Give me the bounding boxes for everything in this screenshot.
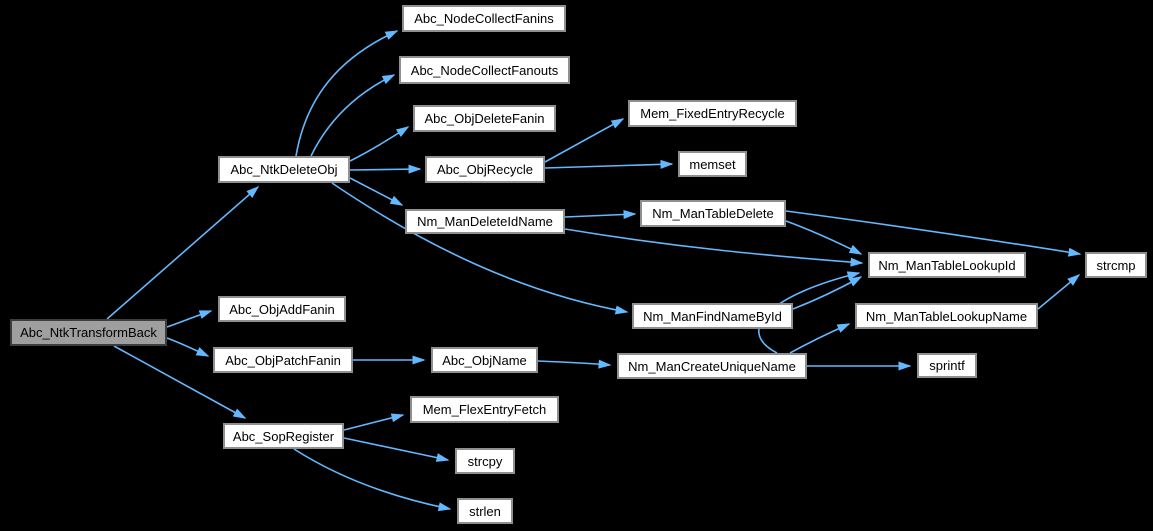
- node-Nm_ManTableLookupId[interactable]: Nm_ManTableLookupId: [868, 252, 1026, 278]
- node-strcmp[interactable]: strcmp: [1085, 252, 1147, 278]
- node-Abc_NtkTransformBack: Abc_NtkTransformBack: [10, 319, 167, 346]
- node-Abc_NtkDeleteObj[interactable]: Abc_NtkDeleteObj: [218, 156, 350, 183]
- edge-Abc_ObjRecycle-to-Mem_FixedEntryRecycle: [544, 118, 625, 163]
- node-Nm_ManCreateUniqueName[interactable]: Nm_ManCreateUniqueName: [617, 353, 807, 379]
- edge-Nm_ManCreateUniqueName-to-Nm_ManTableLookupName: [789, 323, 851, 354]
- edge-Abc_ObjRecycle-to-memset: [544, 159, 674, 169]
- node-Abc_ObjRecycle[interactable]: Abc_ObjRecycle: [425, 156, 545, 183]
- node-Nm_ManFindNameById[interactable]: Nm_ManFindNameById: [632, 303, 793, 329]
- node-Abc_ObjAddFanin[interactable]: Abc_ObjAddFanin: [218, 296, 346, 322]
- edge-Abc_NtkDeleteObj-to-Nm_ManFindNameById: [331, 182, 629, 315]
- edge-Abc_SopRegister-to-strlen: [293, 448, 452, 512]
- node-Abc_NodeCollectFanouts[interactable]: Abc_NodeCollectFanouts: [399, 56, 570, 84]
- edge-Abc_NtkDeleteObj-to-Abc_NodeCollectFanins: [295, 30, 399, 157]
- node-Nm_ManTableLookupName[interactable]: Nm_ManTableLookupName: [855, 303, 1038, 329]
- node-Abc_NodeCollectFanins[interactable]: Abc_NodeCollectFanins: [402, 5, 566, 32]
- node-Abc_SopRegister[interactable]: Abc_SopRegister: [223, 423, 344, 449]
- node-Nm_ManDeleteIdName[interactable]: Nm_ManDeleteIdName: [405, 209, 565, 234]
- node-Abc_ObjPatchFanin[interactable]: Abc_ObjPatchFanin: [213, 347, 353, 373]
- node-Abc_ObjDeleteFanin[interactable]: Abc_ObjDeleteFanin: [413, 105, 556, 132]
- edge-Abc_NtkTransformBack-to-Abc_ObjAddFanin: [166, 310, 213, 328]
- edge-Nm_ManDeleteIdName-to-Nm_ManTableLookupId: [564, 228, 864, 267]
- node-strlen[interactable]: strlen: [457, 498, 513, 524]
- edge-Abc_ObjName-to-Nm_ManCreateUniqueName: [537, 359, 612, 369]
- edge-Nm_ManDeleteIdName-to-Nm_ManTableDelete: [564, 209, 637, 219]
- edge-Abc_NtkDeleteObj-to-Abc_NodeCollectFanouts: [310, 74, 396, 157]
- node-Abc_ObjName[interactable]: Abc_ObjName: [431, 347, 538, 373]
- node-sprintf[interactable]: sprintf: [917, 353, 977, 378]
- edge-Nm_ManTableLookupName-to-strcmp: [1037, 274, 1081, 310]
- edge-Abc_NtkTransformBack-to-Abc_ObjPatchFanin: [166, 337, 210, 357]
- edge-Abc_NtkTransformBack-to-Abc_NtkDeleteObj: [106, 186, 260, 320]
- edge-Nm_ManTableDelete-to-Nm_ManTableLookupId: [785, 220, 863, 255]
- node-strcpy[interactable]: strcpy: [455, 448, 515, 474]
- node-Mem_FlexEntryFetch[interactable]: Mem_FlexEntryFetch: [410, 396, 559, 423]
- edge-Nm_ManTableDelete-to-strcmp: [785, 210, 1082, 257]
- edge-Abc_NtkDeleteObj-to-Abc_ObjDeleteFanin: [349, 126, 410, 162]
- edge-Abc_NtkDeleteObj-to-Abc_ObjRecycle: [349, 164, 422, 174]
- edge-Nm_ManFindNameById-to-Nm_ManTableLookupId: [792, 276, 863, 310]
- edge-Abc_NtkDeleteObj-to-Nm_ManDeleteIdName: [349, 177, 404, 206]
- node-Mem_FixedEntryRecycle[interactable]: Mem_FixedEntryRecycle: [628, 100, 797, 127]
- node-memset[interactable]: memset: [678, 151, 747, 177]
- edge-Abc_NtkTransformBack-to-Abc_SopRegister: [113, 345, 247, 419]
- node-Nm_ManTableDelete[interactable]: Nm_ManTableDelete: [640, 200, 786, 227]
- edge-Abc_SopRegister-to-Mem_FlexEntryFetch: [343, 413, 405, 431]
- edge-Abc_SopRegister-to-strcpy: [343, 437, 450, 462]
